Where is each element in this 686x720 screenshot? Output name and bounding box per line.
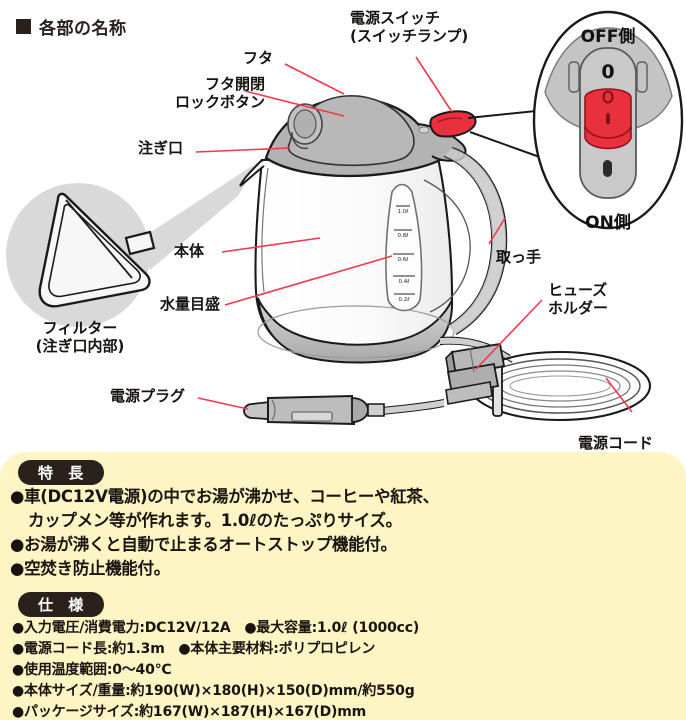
svg-text:0: 0 [601, 61, 614, 83]
leader-lines [195, 56, 633, 413]
feature-line: ●お湯が沸くと自動で止まるオートストップ機能付。 [10, 535, 397, 554]
label-lid-lock-button: フタ開閉 ロックボタン [174, 75, 265, 111]
lid-lock-button [287, 103, 323, 150]
spec-line: ●電源コード長:約1.3m ●本体主要材料:ポリプロピレン [12, 641, 376, 657]
switch-detail-inset: 0 OFF側 ON側 [467, 10, 684, 233]
label-power-cord: 電源コード [578, 434, 654, 452]
feature-line: ●空焚き防止機能付。 [10, 559, 170, 578]
spec-line: ●使用温度範囲:0〜40℃ [12, 662, 172, 678]
power-cord-assembly [243, 336, 652, 426]
features-section-pill: 特 長 [18, 460, 105, 485]
label-body: 本体 [174, 242, 205, 260]
features-list: ●車(DC12V電源)の中でお湯が沸かせ、コーヒーや紅茶、 カップメン等が作れま… [10, 485, 480, 581]
feature-line: カップメン等が作れます。1.0ℓのたっぷりサイズ。 [28, 511, 402, 530]
feature-line: ●車(DC12V電源)の中でお湯が沸かせ、コーヒーや紅茶、 [10, 487, 439, 506]
svg-text:0.8ℓ: 0.8ℓ [397, 233, 408, 239]
svg-text:1.0ℓ: 1.0ℓ [397, 209, 408, 215]
page-title-text: 各部の名称 [39, 19, 127, 39]
label-water-gauge: 水量目盛 [160, 295, 221, 313]
label-fuse-holder: ヒューズ ホルダー [548, 281, 609, 317]
filter-illustration [38, 192, 156, 308]
black-square-icon [16, 19, 31, 34]
label-power-plug: 電源プラグ [110, 387, 186, 405]
label-power-switch: 電源スイッチ (スイッチランプ) [350, 9, 469, 45]
page-title: 各部の名称 [16, 14, 127, 39]
fuse-holder [445, 342, 506, 405]
svg-text:0.6ℓ: 0.6ℓ [397, 257, 408, 263]
kettle-handle [423, 146, 508, 335]
spec-line: ●本体サイズ/重量:約190(W)×180(H)×150(D)mm/約550g [12, 683, 415, 699]
water-gauge: 1.0ℓ 0.8ℓ 0.6ℓ 0.4ℓ 0.2ℓ [385, 183, 423, 312]
parts-diagram: 1.0ℓ 0.8ℓ 0.6ℓ 0.4ℓ 0.2ℓ [6, 9, 684, 452]
power-plug [243, 394, 385, 426]
specs-section-pill: 仕 様 [18, 592, 105, 617]
switch-on-label: ON側 [585, 212, 631, 233]
label-handle: 取っ手 [496, 248, 542, 266]
kettle-line-drawing: 1.0ℓ 0.8ℓ 0.6ℓ 0.4ℓ 0.2ℓ [6, 10, 684, 426]
label-lid: フタ [243, 49, 274, 67]
power-switch-on-kettle [429, 110, 477, 138]
info-panel: 特 長 ●車(DC12V電源)の中でお湯が沸かせ、コーヒーや紅茶、 カップメン等… [0, 452, 686, 720]
spec-line: ●パッケージサイズ:約167(W)×187(H)×167(D)mm [12, 704, 366, 720]
label-spout: 注ぎ口 [138, 139, 184, 157]
spec-line: ●入力電圧/消費電力:DC12V/12A ●最大容量:1.0ℓ (1000cc) [12, 620, 420, 636]
specs-list: ●入力電圧/消費電力:DC12V/12A ●最大容量:1.0ℓ (1000cc)… [12, 618, 512, 720]
svg-text:0.2ℓ: 0.2ℓ [398, 297, 409, 303]
switch-off-label: OFF側 [581, 26, 636, 47]
label-filter: フィルター (注ぎ口内部) [35, 319, 125, 355]
svg-text:0.4ℓ: 0.4ℓ [398, 279, 409, 285]
